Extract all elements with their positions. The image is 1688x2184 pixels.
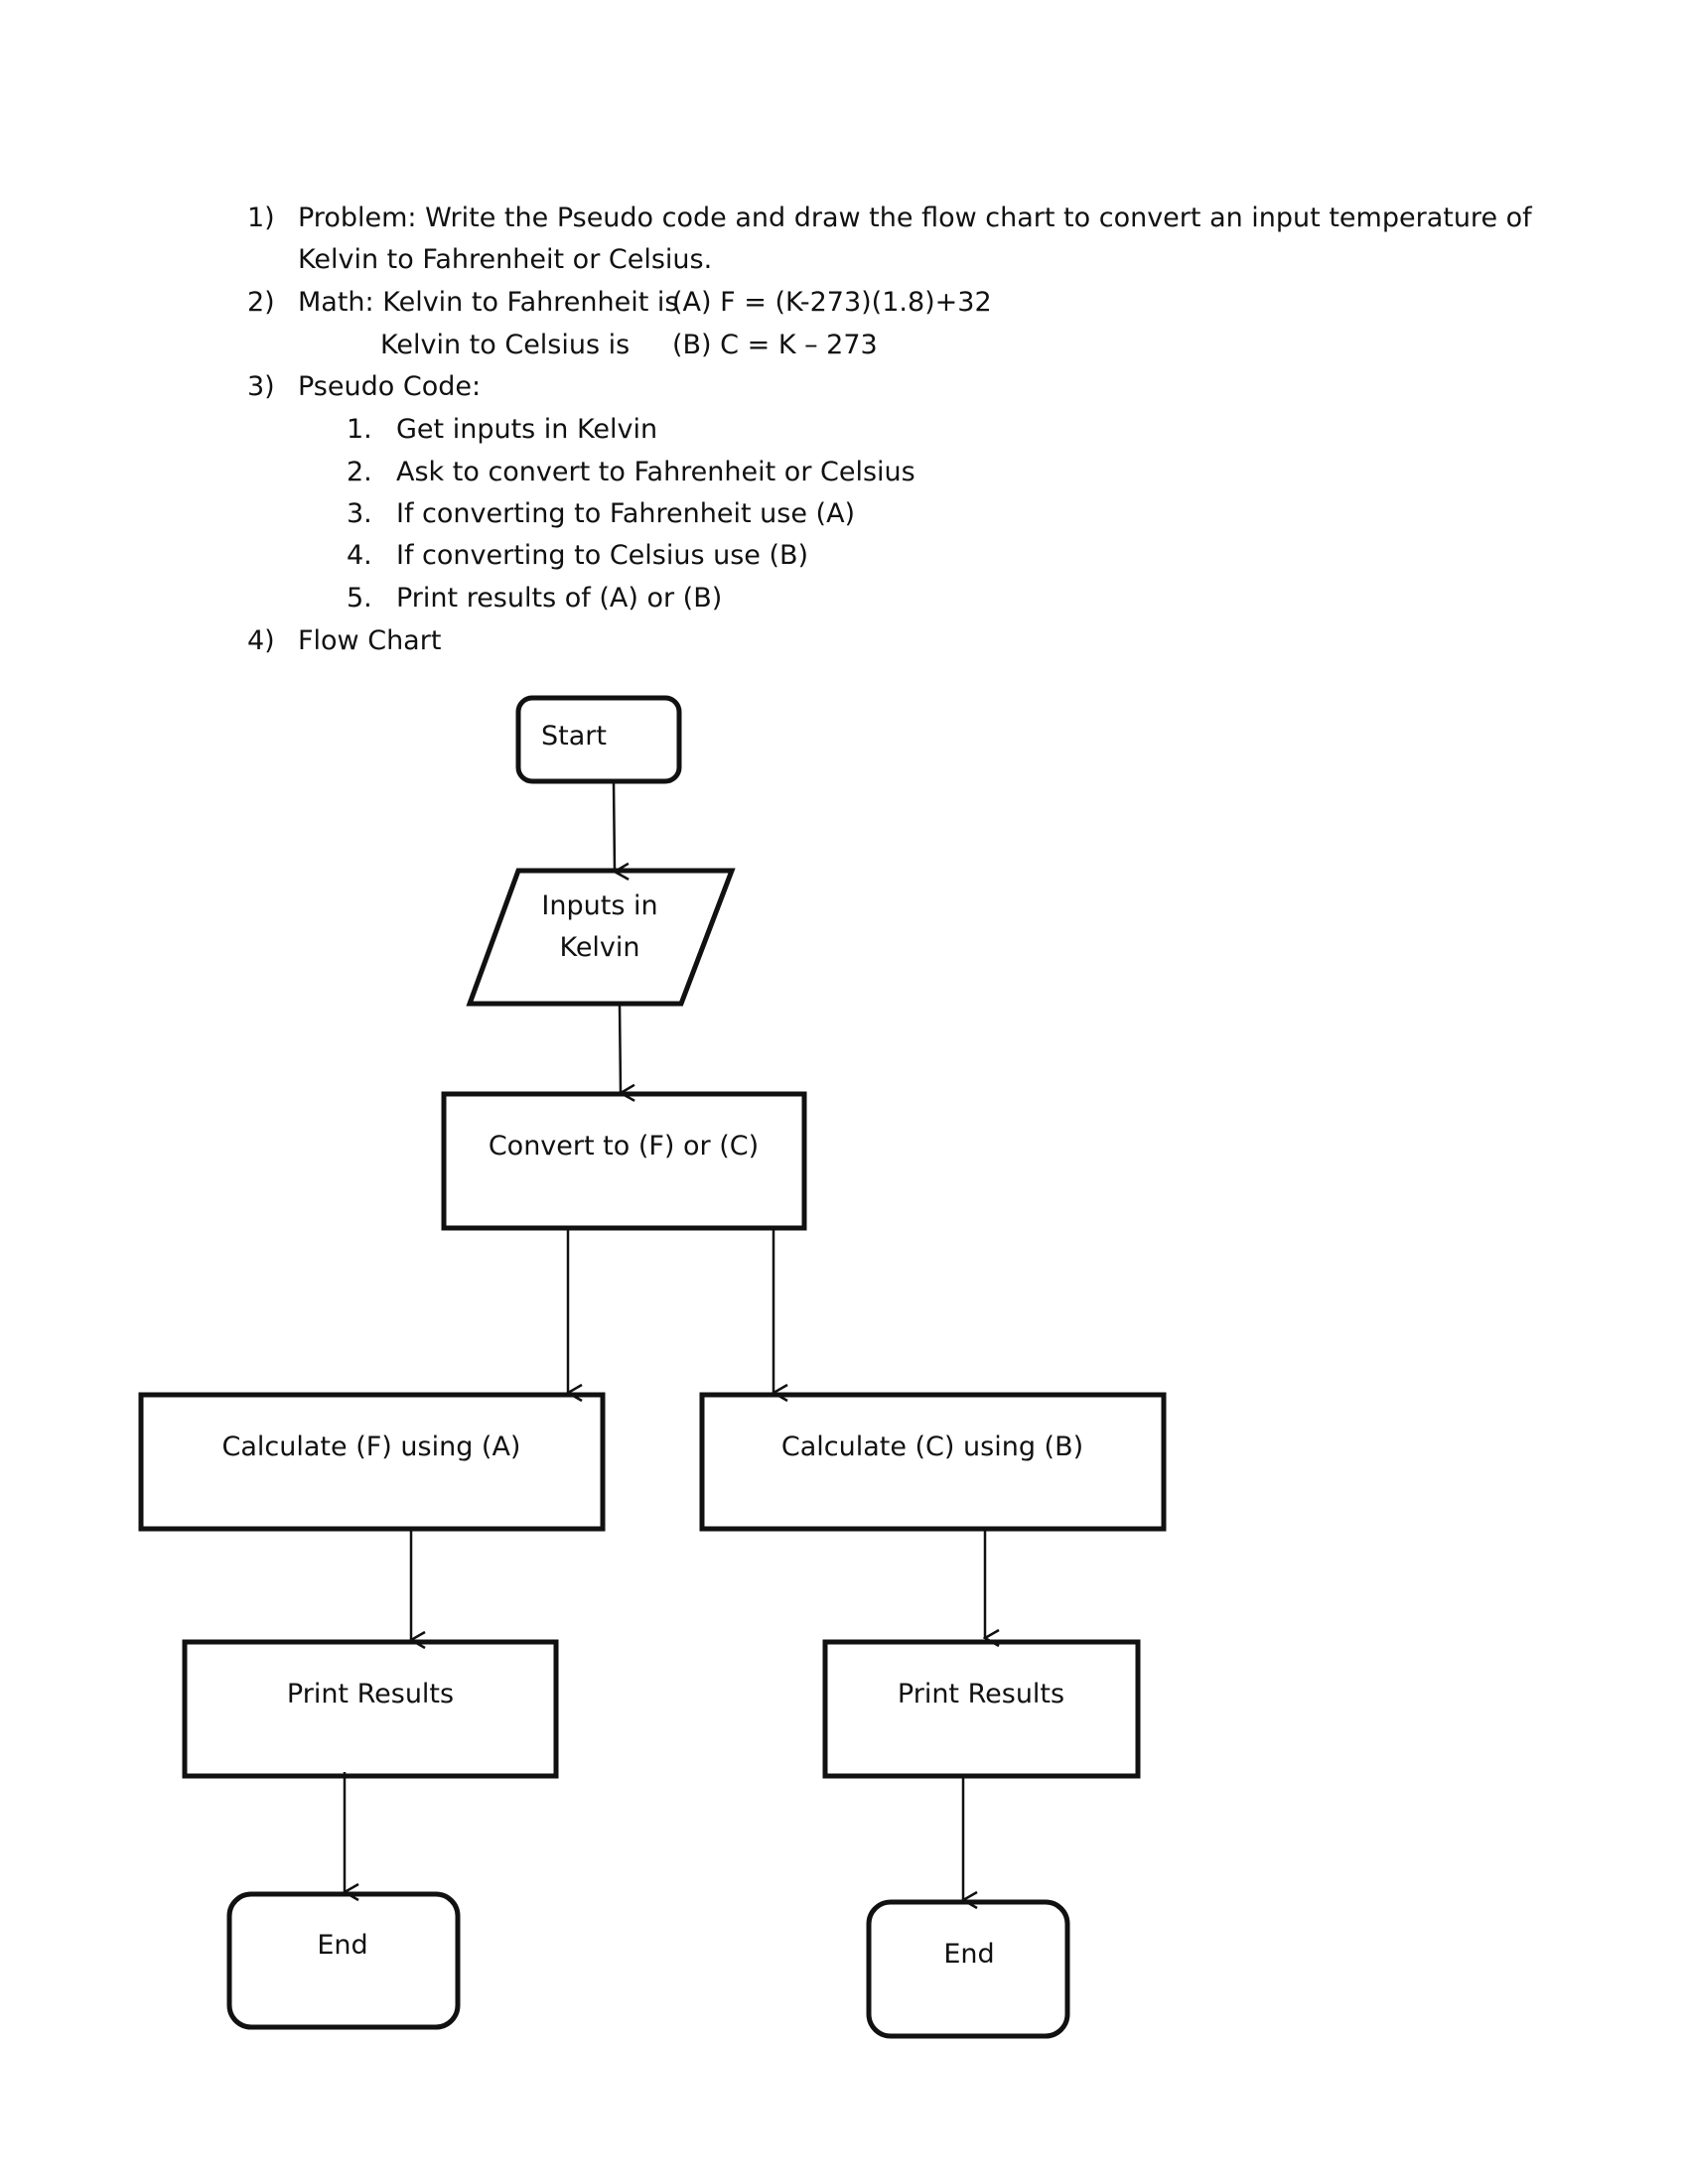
calc-c-shape [699, 1392, 1167, 1532]
step-text-2: Ask to convert to Fahrenheit or Celsius [396, 457, 915, 487]
step-number-2: 2. [347, 457, 372, 487]
end-left-terminator: End [226, 1891, 461, 2030]
end-right-label: End [943, 1939, 994, 1970]
start-shape [515, 695, 682, 784]
step-number-1: 1. [347, 414, 372, 445]
end-right-shape [866, 1899, 1070, 2039]
formula-b: (B) C = K – 273 [672, 330, 878, 360]
step-text-5: Print results of (A) or (B) [396, 583, 723, 614]
step-number-4: 4. [347, 540, 372, 571]
print-left-label: Print Results [287, 1679, 454, 1709]
calc-f-process: Calculate (F) using (A) [138, 1392, 606, 1532]
calc-c-label: Calculate (C) using (B) [781, 1432, 1083, 1462]
item-number-4: 4) [247, 625, 275, 656]
step-text-4: If converting to Celsius use (B) [396, 540, 809, 571]
step-text-3: If converting to Fahrenheit use (A) [396, 498, 856, 529]
input-shape [466, 868, 736, 1007]
problem-line-2: Kelvin to Fahrenheit or Celsius. [298, 244, 713, 275]
print-right-shape [822, 1639, 1141, 1779]
convert-process: Convert to (F) or (C) [441, 1091, 807, 1231]
end-right-terminator: End [866, 1899, 1070, 2039]
flow-chart-title: Flow Chart [298, 625, 442, 656]
start-terminator: Start [515, 695, 682, 784]
print-right-label: Print Results [898, 1679, 1064, 1709]
problem-line-1: Problem: Write the Pseudo code and draw … [298, 203, 1532, 233]
arrow-start-to-input [612, 780, 615, 872]
item-number-3: 3) [247, 371, 275, 402]
item-number-1: 1) [247, 203, 275, 233]
input-node: Inputs in Kelvin [466, 868, 736, 1007]
arrow-input-to-convert [618, 1003, 621, 1093]
convert-label: Convert to (F) or (C) [489, 1131, 759, 1161]
print-left-process: Print Results [182, 1639, 559, 1779]
calc-c-process: Calculate (C) using (B) [699, 1392, 1167, 1532]
pseudo-code-title: Pseudo Code: [298, 371, 482, 402]
print-right-process: Print Results [822, 1639, 1141, 1779]
step-text-1: Get inputs in Kelvin [396, 414, 658, 445]
math-line-2: Kelvin to Celsius is [380, 330, 631, 360]
print-left-shape [182, 1639, 559, 1779]
start-label: Start [541, 721, 607, 751]
calc-f-label: Calculate (F) using (A) [222, 1432, 521, 1462]
input-label-line-1: Inputs in [541, 890, 657, 921]
formula-a: (A) F = (K-273)(1.8)+32 [672, 287, 992, 318]
calc-f-shape [138, 1392, 606, 1532]
input-label-line-2: Kelvin [559, 932, 639, 963]
convert-shape [441, 1091, 807, 1231]
item-number-2: 2) [247, 287, 275, 318]
end-left-shape [226, 1891, 461, 2030]
end-left-label: End [317, 1930, 367, 1961]
step-number-3: 3. [347, 498, 372, 529]
step-number-5: 5. [347, 583, 372, 614]
math-line-1: Math: Kelvin to Fahrenheit is [298, 287, 679, 318]
